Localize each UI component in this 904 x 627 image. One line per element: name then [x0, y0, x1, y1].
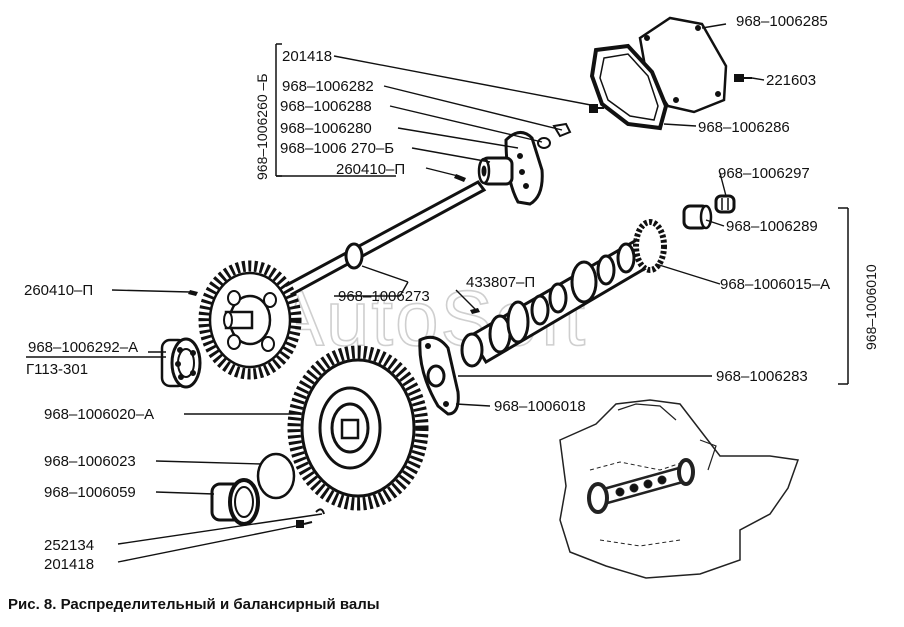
part-label: 201418 [44, 556, 94, 573]
part-label: 433807–П [466, 274, 535, 291]
part-label: 968–1006273 [338, 288, 430, 305]
part-label: 968–1006283 [716, 368, 808, 385]
thrust-bushing-part [210, 478, 260, 526]
group-label: 968–1006010 [863, 264, 879, 350]
bolt-part [296, 508, 325, 528]
part-label: 968–1006280 [280, 120, 372, 137]
part-label: 968–1006020–А [44, 406, 154, 423]
group-bracket [838, 207, 849, 385]
part-label: 968–1006286 [698, 119, 790, 136]
part-label: 260410–П [24, 282, 93, 299]
part-label: 968–1006288 [280, 98, 372, 115]
spacer-ring-part [256, 452, 296, 500]
part-label: 968–1006297 [718, 165, 810, 182]
balancer-gear-part [198, 260, 302, 380]
part-labels: 968–1006285 221603 968–1006286 201418 96… [24, 13, 830, 573]
part-label: 252134 [44, 537, 94, 554]
sleeve-part [682, 204, 713, 230]
part-label: 968–1006282 [282, 78, 374, 95]
figure-caption: Рис. 8. Распределительный и балансирный … [8, 596, 380, 613]
key-part [470, 308, 480, 314]
gasket-part [589, 43, 669, 131]
part-label: 221603 [766, 72, 816, 89]
washer-part [537, 137, 551, 149]
part-label: 968–1006023 [44, 453, 136, 470]
part-label: 260410–П [336, 161, 405, 178]
ball-bearing-part [160, 337, 202, 389]
leader-lines [26, 23, 765, 563]
part-label: 968–1006059 [44, 484, 136, 501]
part-label: Г113-301 [26, 361, 88, 378]
part-label: 968–1006015–А [720, 276, 830, 293]
camshaft-gear-part [287, 345, 429, 511]
spring-part [714, 194, 736, 214]
part-label: 968–1006 270–Б [280, 140, 394, 157]
part-label: 201418 [282, 48, 332, 65]
part-label: 968–1006018 [494, 398, 586, 415]
balancer-flange-part [477, 131, 544, 206]
group-label: 968–1006260 –Б [254, 73, 270, 180]
engine-inset-illustration [559, 399, 800, 579]
part-label: 968–1006292–А [28, 339, 138, 356]
group-bracket [275, 43, 396, 177]
camshaft-part [460, 219, 667, 368]
part-label: 968–1006289 [726, 218, 818, 235]
part-label: 968–1006285 [736, 13, 828, 30]
bolt-part [589, 104, 604, 113]
thrust-flange-part [418, 335, 460, 416]
key-part [188, 290, 198, 296]
bolt-part [734, 74, 752, 82]
